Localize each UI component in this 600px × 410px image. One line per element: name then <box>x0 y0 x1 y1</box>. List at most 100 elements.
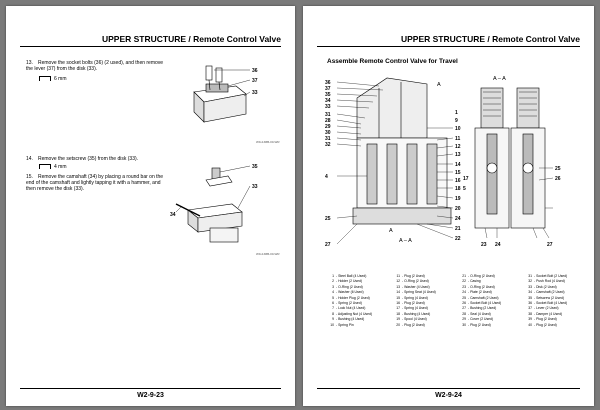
part-name: Plug (2 Used) <box>404 322 425 327</box>
part-name: Push Rod (4 Used) <box>536 279 565 284</box>
wrench-icon <box>39 164 51 170</box>
part-name: Plug (2 Used) <box>536 322 557 327</box>
parts-list-item: 36- Socket Bolt (4 Used) <box>523 301 589 306</box>
separator: - <box>468 274 471 278</box>
part-name: O-Ring (2 Used) <box>404 279 429 284</box>
part-name: Holder Plug (2 Used) <box>338 295 370 300</box>
parts-list-item: 1- Steel Ball (4 Used) <box>325 274 391 279</box>
part-number: 28 <box>462 311 466 316</box>
parts-list-item: 20- Plug (2 Used) <box>391 323 457 328</box>
separator: - <box>534 301 537 306</box>
part-number: 6 <box>332 301 334 306</box>
callout: 36 <box>325 80 331 86</box>
part-name: Lock Nut (4 Used) <box>338 306 366 311</box>
callout: 31 <box>325 136 331 142</box>
separator: - <box>468 301 471 306</box>
section-label-a-a: A – A <box>493 76 506 82</box>
part-name: Spring (4 Used) <box>404 306 428 311</box>
parts-list-item: 24- Plate (2 Used) <box>457 290 523 295</box>
separator: - <box>402 322 405 327</box>
part-name: Washer (6 Used) <box>338 290 364 295</box>
callout: 23 <box>481 242 487 248</box>
callout: 30 <box>325 130 331 136</box>
right-page: UPPER STRUCTURE / Remote Control Valve A… <box>303 6 594 406</box>
part-number: 29 <box>462 317 466 322</box>
callout: 18 <box>455 186 461 192</box>
part-number: 25 <box>462 295 466 300</box>
separator: - <box>468 317 471 322</box>
part-number: 9 <box>332 317 334 322</box>
step-number: 15. <box>26 174 33 180</box>
separator: - <box>336 311 338 316</box>
part-name: Washer (4 Used) <box>404 284 430 289</box>
separator: - <box>534 306 537 311</box>
part-name: Plug (2 Used) <box>536 317 557 322</box>
figure-lever-removal: 36 37 33 <box>193 65 258 123</box>
part-number: 1 <box>332 274 334 278</box>
callout: 24 <box>455 216 461 222</box>
separator: - <box>468 290 471 295</box>
callout: 17 <box>463 176 469 182</box>
separator: - <box>534 274 537 278</box>
part-number: 30 <box>462 322 466 327</box>
wrench-icon <box>39 76 51 82</box>
part-number: 15 <box>396 295 400 300</box>
parts-list-item: 13- Washer (4 Used) <box>391 285 457 290</box>
parts-column: 1- Steel Ball (4 Used)2- Holder (2 Used)… <box>325 274 391 328</box>
callout: 4 <box>325 174 328 180</box>
part-name: Bushing (4 Used) <box>338 317 365 322</box>
part-number: 14 <box>396 290 400 295</box>
parts-list-item: 17- Spring (4 Used) <box>391 306 457 311</box>
part-name: Casing <box>470 279 481 284</box>
part-name: Camshaft (2 Used) <box>536 290 565 295</box>
parts-list-item: 10- Spring Pin <box>325 323 391 328</box>
callout: 32 <box>325 142 331 148</box>
footer-divider <box>317 388 580 389</box>
parts-list-item: 8- Adjusting Nut (4 Used) <box>325 312 391 317</box>
parts-list-item: 35- Setscrew (2 Used) <box>523 296 589 301</box>
parts-list-item: 21- O-Ring (2 Used) <box>457 274 523 279</box>
part-number: 27 <box>462 306 466 311</box>
part-number: 19 <box>396 317 400 322</box>
separator: - <box>468 295 471 300</box>
tool-size-6mm: 6 mm <box>39 76 67 82</box>
separator: - <box>402 279 405 284</box>
separator: - <box>534 290 537 295</box>
part-number: 39 <box>528 317 532 322</box>
tool-size-4mm: 4 mm <box>39 164 67 170</box>
part-name: Damper (4 Used) <box>536 311 563 316</box>
parts-column: 11- Plug (2 Used)12- O-Ring (2 Used)13- … <box>391 274 457 328</box>
separator: - <box>468 322 471 327</box>
part-number: 36 <box>528 301 532 306</box>
parts-list-item: 23- O-Ring (2 Used) <box>457 285 523 290</box>
part-name: Socket Bolt (4 Used) <box>536 301 568 306</box>
parts-list-item: 15- Spring (4 Used) <box>391 296 457 301</box>
parts-list-item: 14- Spring Seat (4 Used) <box>391 290 457 295</box>
part-number: 38 <box>528 311 532 316</box>
tool-size: 4 mm <box>54 164 67 170</box>
parts-list-item: 30- Plug (2 Used) <box>457 323 523 328</box>
part-number: 31 <box>528 274 532 278</box>
parts-list-item: 27- Bushing (2 Used) <box>457 306 523 311</box>
tool-size: 6 mm <box>54 76 67 82</box>
parts-list-item: 22- Casing <box>457 279 523 284</box>
callout: 13 <box>455 152 461 158</box>
remote-control-valve-diagram: A A A – A A – A 36 37 35 34 33 31 28 29 … <box>325 76 561 248</box>
part-number: 40 <box>528 322 532 327</box>
part-number: 22 <box>462 279 466 284</box>
part-number: 11 <box>396 274 400 278</box>
separator: - <box>336 306 339 311</box>
callout: 35 <box>325 92 331 98</box>
section-label-a: A <box>389 228 393 234</box>
callout-34: 34 <box>170 212 176 218</box>
left-page: UPPER STRUCTURE / Remote Control Valve 1… <box>6 6 295 406</box>
part-number: 21 <box>462 274 466 278</box>
separator: - <box>336 279 339 284</box>
part-name: Holder (2 Used) <box>338 279 363 284</box>
callout: 37 <box>325 86 331 92</box>
parts-list-item: 39- Plug (2 Used) <box>523 317 589 322</box>
parts-list-item: 25- Camshaft (2 Used) <box>457 296 523 301</box>
part-name: O-Ring (2 Used) <box>338 284 363 289</box>
part-number: 4 <box>332 290 334 295</box>
